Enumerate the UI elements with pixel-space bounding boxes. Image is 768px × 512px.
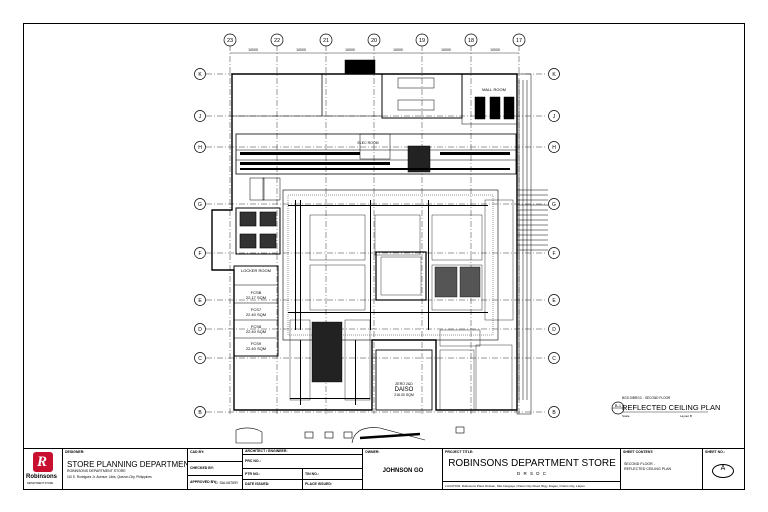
svg-text:H: H [198, 145, 202, 151]
cad-by-cell: CAD BY: [188, 448, 243, 462]
sheet-number: A [720, 465, 726, 472]
room-label-locker: LOCKER ROOM [241, 268, 271, 273]
svg-text:G: G [198, 202, 202, 208]
title-block: R Robinsons DEPARTMENT STORE DESIGNER: S… [23, 448, 745, 490]
date-cell: DATE ISSUED: [243, 480, 303, 490]
place-cell: PLACE ISSUED: [303, 480, 363, 490]
designer-cell: DESIGNER: STORE PLANNING DEPARTMENT ROBI… [63, 448, 188, 490]
svg-text:Layout B: Layout B [680, 414, 692, 418]
toilet-rooms [233, 207, 281, 357]
svg-text:B: B [198, 410, 202, 416]
svg-text:H: H [552, 145, 556, 151]
department-sub2: 110 E. Rodriguez Jr. Avenue, Libis, Quez… [67, 475, 152, 479]
room-label-elec: ELEC ROOM [357, 141, 378, 145]
drawing-title-text: REFLECTED CEILING PLAN [622, 403, 720, 412]
room-label-daiso: DAISO [395, 387, 414, 393]
tin-cell: TIN NO.: [303, 469, 363, 480]
grid-col-label: 22 [274, 38, 280, 44]
ceiling-grid-pattern [240, 152, 510, 170]
svg-text:D: D [198, 327, 202, 333]
designer-label: DESIGNER: [65, 450, 85, 454]
owner-cell: OWNER: JOHNSON GO [363, 448, 443, 490]
department-sub1: ROBINSONS DEPARTMENT STORE [67, 469, 126, 473]
sheet-number-bubble: A [712, 464, 734, 478]
svg-text:G: G [552, 202, 556, 208]
svg-text:10000: 10000 [345, 48, 355, 52]
room-area-2: 22.40 SQM [246, 312, 266, 317]
project-code: D R S D C [516, 471, 547, 476]
grid-col-label: 18 [468, 38, 474, 44]
sheet-content-1: SECOND FLOOR - [624, 462, 655, 466]
department-name: STORE PLANNING DEPARTMENT [67, 460, 188, 469]
approved-by-value: D. SALVATIER [215, 481, 238, 485]
svg-text:K: K [552, 72, 556, 78]
svg-text:10000: 10000 [441, 48, 451, 52]
ptr-cell: PTR NO.: [243, 469, 303, 480]
svg-text:B: B [552, 410, 556, 416]
svg-text:10000: 10000 [296, 48, 306, 52]
room-labels: LOCKER ROOM FCSB 22.17 SQM FCS7 22.40 SQ… [241, 87, 506, 397]
architect-cell: ARCHITECT / ENGINEER: [243, 448, 363, 455]
room-area-4: 22.40 SQM [246, 346, 266, 351]
svg-text:10000: 10000 [248, 48, 258, 52]
dimension-labels: 10000 10000 10000 10000 10000 10000 [248, 48, 500, 52]
svg-text:F: F [198, 251, 201, 257]
row-bubbles-left: K J H G F E D C B [194, 68, 206, 418]
svg-text:J: J [553, 114, 556, 120]
svg-text:E: E [552, 298, 556, 304]
svg-text:F: F [552, 251, 555, 257]
room-label-daiso-top: ZERO 2&D [395, 382, 413, 386]
svg-text:10000: 10000 [490, 48, 500, 52]
svg-text:K: K [198, 72, 202, 78]
grid-col-label: 21 [323, 38, 329, 44]
grid-col-label: 17 [516, 38, 522, 44]
sheet-content-cell: SHEET CONTENT: SECOND FLOOR - REFLECTED … [621, 448, 703, 490]
room-area-3: 22.40 SQM [246, 329, 266, 334]
drawing-number: B-1 [615, 403, 622, 408]
upper-service-area [231, 59, 518, 201]
drawing-title: B-1 BGS DIBRGC - SECOND FLOOR REFLECTED … [611, 396, 720, 418]
room-label-fcsb: FCSB [251, 290, 262, 295]
sheet-number-cell: SHEET NO.: A [703, 448, 745, 490]
annex-details [235, 426, 465, 444]
svg-text:Scale: Scale [622, 414, 630, 418]
room-label-fcs8: FCS8 [251, 324, 262, 329]
svg-text:J: J [199, 114, 202, 120]
sales-floor-ceiling [289, 199, 514, 411]
grid-col-label: 23 [227, 38, 233, 44]
logo-subtext: DEPARTMENT STORE [27, 482, 54, 485]
room-area-1: 22.17 SQM [246, 295, 266, 300]
logo-cell: R Robinsons DEPARTMENT STORE [23, 448, 63, 490]
room-label-fcs9: FCS9 [251, 341, 262, 346]
owner-name: JOHNSON GO [382, 468, 424, 474]
column-bubbles-top: 23 22 21 20 19 18 17 [223, 33, 526, 47]
logo-text: Robinsons [26, 474, 57, 480]
floor-plan-drawing: LOCKER ROOM FCSB 22.17 SQM FCS7 22.40 SQ… [194, 33, 720, 444]
svg-text:C: C [552, 356, 556, 362]
grid-col-label: 19 [419, 38, 425, 44]
svg-text:E: E [198, 298, 202, 304]
room-label-mall: MALL ROOM [482, 87, 506, 92]
grid-col-label: 20 [371, 38, 377, 44]
drawing-subtitle: BGS DIBRGC - SECOND FLOOR [622, 396, 671, 400]
location-cell: LOCATION: Robinsons Place Dinisan, Nila … [443, 482, 621, 490]
svg-text:D: D [552, 327, 556, 333]
escalator-hatching [516, 73, 548, 415]
ceiling-light-dots [288, 200, 488, 405]
approved-by-cell: APPROVED BY: D. SALVATIER [188, 476, 243, 490]
svg-text:10000: 10000 [393, 48, 403, 52]
row-bubbles-right: K J H G F E D C B [548, 68, 560, 418]
location-text: LOCATION: Robinsons Place Dinisan, Nila … [445, 484, 585, 488]
checked-by-cell: CHECKED BY: [188, 462, 243, 476]
room-area-daiso: 216.00 SQM [394, 393, 414, 397]
building-outline [211, 73, 518, 411]
project-title: ROBINSONS DEPARTMENT STORE [448, 458, 616, 469]
robinsons-logo-icon: R [33, 452, 53, 472]
sheet-content-2: REFLECTED CEILING PLAN [624, 467, 672, 471]
svg-text:C: C [198, 356, 202, 362]
project-cell: PROJECT TITLE: ROBINSONS DEPARTMENT STOR… [443, 448, 621, 482]
room-label-fcs7: FCS7 [251, 307, 262, 312]
prc-cell: PRC NO.: [243, 455, 363, 469]
